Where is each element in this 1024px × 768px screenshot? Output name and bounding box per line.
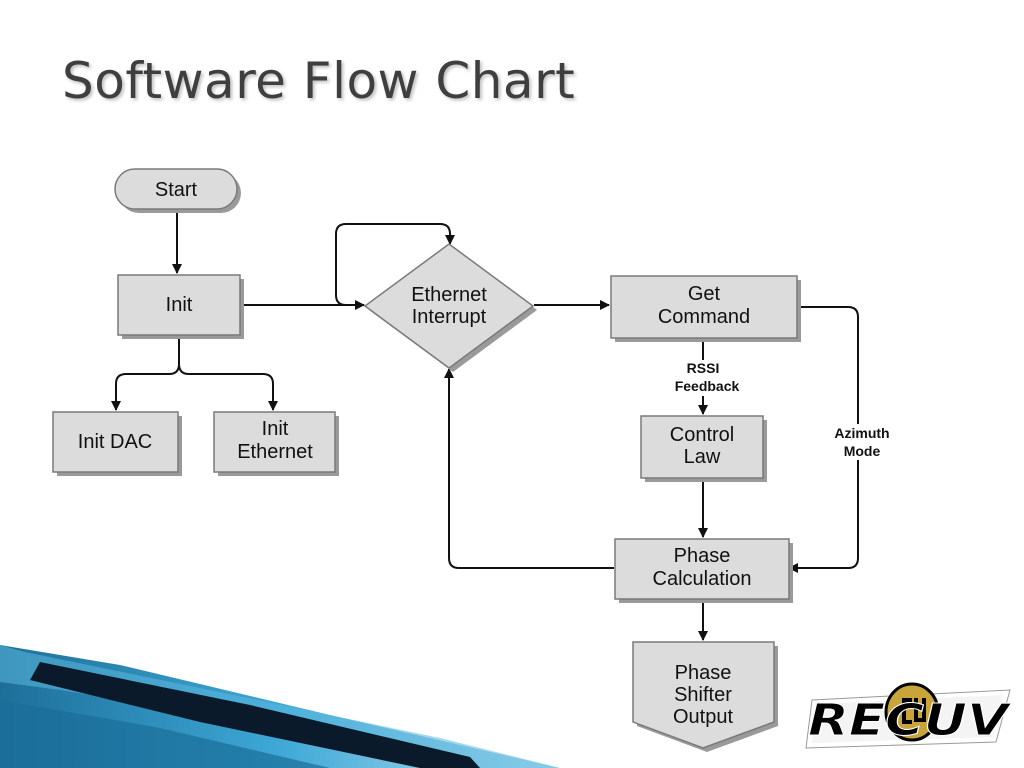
node-ethernet-interrupt: Ethernet Interrupt [363,243,537,372]
decorative-swoosh [0,645,560,768]
node-phase-calculation-label-2: Calculation [653,568,752,590]
edge-label-rssi-feedback: RSSI Feedback [657,360,749,396]
node-phase-shifter-output-label-2: Shifter [674,684,732,706]
node-init-dac: Init DAC [52,411,182,476]
edge-interrupt-loop [335,223,455,306]
edge-label-feedback: Feedback [675,378,740,394]
edge-label-azimuth: Azimuth [834,425,889,441]
edge-init-initethernet [178,337,278,411]
node-init-ethernet-label-2: Ethernet [237,441,313,463]
edge-label-azimuth-mode: Azimuth Mode [822,424,902,460]
node-control-law: Control Law [640,415,767,482]
slide-title: Software Flow Chart [62,52,576,110]
node-phase-calculation-label-1: Phase [674,545,731,567]
edge-init-initdac [111,337,180,411]
node-init-ethernet-label-1: Init [262,418,289,440]
node-init-dac-label: Init DAC [78,431,152,453]
node-phase-shifter-output-label-1: Phase [675,662,732,684]
node-control-law-label-1: Control [670,424,734,446]
node-ethernet-interrupt-label-2: Interrupt [412,306,487,328]
node-get-command-label-2: Command [658,306,750,328]
node-init-ethernet: Init Ethernet [213,411,339,476]
node-control-law-label-2: Law [684,446,721,468]
node-phase-shifter-output: Phase Shifter Output [632,641,778,752]
node-phase-shifter-output-label-3: Output [673,706,733,728]
node-start: Start [114,168,241,213]
node-get-command: Get Command [610,275,801,342]
logo-text: RECUV [808,695,1012,746]
node-init: Init [117,274,244,339]
node-get-command-label-1: Get [688,283,721,305]
edge-label-mode: Mode [844,443,881,459]
recuv-logo: RECUV [805,682,1012,749]
node-phase-calculation: Phase Calculation [614,538,793,603]
node-ethernet-interrupt-label-1: Ethernet [411,284,487,306]
edge-phasecalc-interrupt [444,368,614,569]
node-start-label: Start [155,179,198,201]
edge-label-rssi: RSSI [687,360,720,376]
node-init-label: Init [166,294,193,316]
